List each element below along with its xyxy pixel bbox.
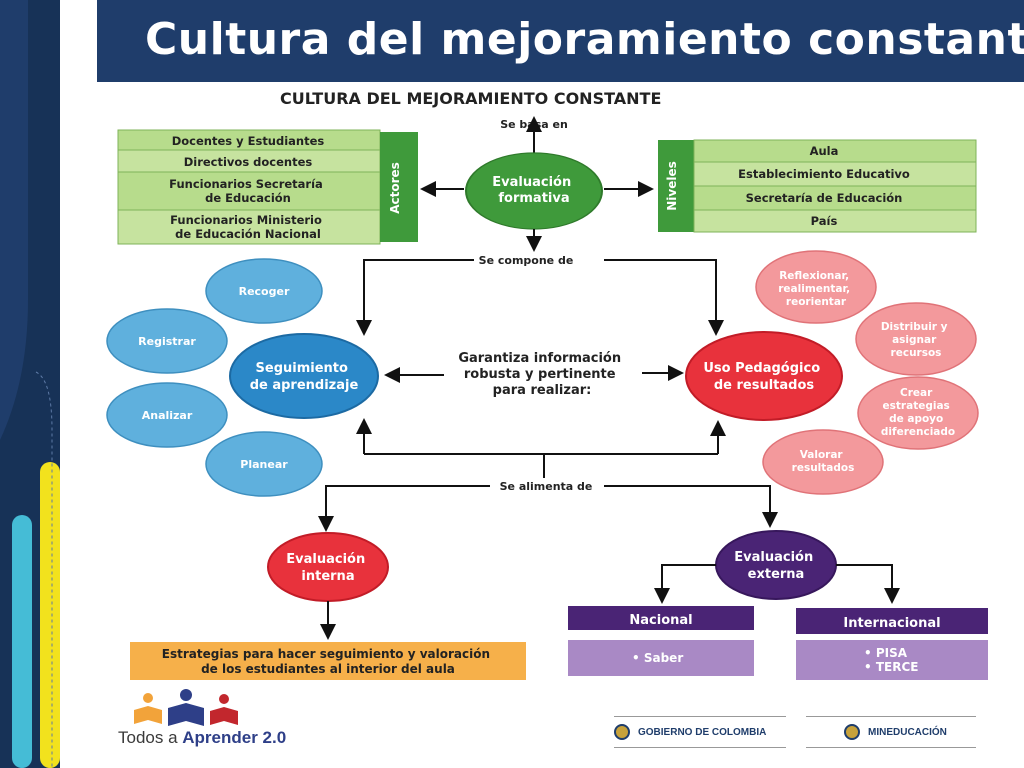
satellite-label: Valorar resultados — [792, 449, 855, 474]
connector-to-internacional — [836, 564, 900, 604]
logo-wordmark: Todos a Aprender 2.0 — [118, 728, 286, 748]
evaluacion-formativa-label: Evaluación formativa — [492, 175, 576, 206]
strategy-text: Estrategias para hacer seguimiento y val… — [162, 647, 494, 676]
niveles-tag: Niveles — [665, 161, 679, 211]
figure-blue-icon — [168, 689, 204, 726]
nivel-item: Aula — [810, 144, 839, 158]
concept-diagram: CULTURA DEL MEJORAMIENTO CONSTANTE Se ba… — [106, 89, 988, 680]
diagram-heading: CULTURA DEL MEJORAMIENTO CONSTANTE — [280, 89, 661, 108]
internacional-header — [796, 608, 988, 634]
mineducacion-logo: MINEDUCACIÓN — [806, 716, 976, 748]
evaluacion-interna-node — [267, 532, 389, 602]
figure-red-icon — [210, 694, 238, 725]
evaluacion-externa-node — [715, 530, 837, 600]
satellite-label: Reflexionar, realimentar, reorientar — [778, 270, 854, 308]
niveles-table: Niveles Aula Establecimiento Educativo S… — [658, 139, 977, 233]
satellite-label: Planear — [240, 458, 288, 471]
satellite-crear — [857, 376, 979, 450]
figure-orange-icon — [134, 693, 162, 724]
seguimiento-label: Seguimiento de aprendizaje — [250, 361, 359, 393]
uso-pedagogico-label: Uso Pedagógico de resultados — [703, 361, 824, 393]
satellite-label: Analizar — [142, 409, 193, 422]
actor-item: Funcionarios Ministerio de Educación Nac… — [170, 213, 326, 241]
satellite-label: Distribuir y asignar recursos — [881, 321, 951, 359]
uso-pedagogico-node — [685, 331, 843, 421]
min-label: MINEDUCACIÓN — [868, 726, 947, 738]
nacional-item: • Saber — [632, 651, 683, 665]
satellite-valorar — [762, 429, 884, 495]
nivel-item: País — [811, 214, 838, 228]
actores-table: Actores Docentes y Estudiantes Directivo… — [117, 129, 418, 245]
actores-tag: Actores — [388, 162, 402, 214]
actor-item: Funcionarios Secretaría de Educación — [169, 177, 327, 205]
gobierno-de-colombia-logo: GOBIERNO DE COLOMBIA — [614, 716, 786, 748]
label-se-compone-de: Se compone de — [479, 254, 574, 267]
seguimiento-node — [229, 333, 379, 419]
satellite-recoger — [205, 258, 323, 324]
label-se-alimenta-de: Se alimenta de — [500, 480, 593, 493]
seguimiento-satellites: Recoger Registrar Analizar Planear — [106, 258, 323, 497]
satellite-label: Crear estrategias de apoyo diferenciado — [881, 387, 955, 438]
strategy-box — [130, 642, 526, 680]
connector-compone-left — [356, 259, 474, 336]
nivel-item: Secretaría de Educación — [746, 191, 903, 205]
satellite-distribuir — [855, 302, 977, 376]
satellite-label: Recoger — [239, 285, 290, 298]
connector-alimenta-right — [604, 485, 778, 528]
logo-text-prefix: Todos a — [118, 728, 183, 747]
title-bar — [97, 0, 1024, 82]
connector-compone-right — [604, 259, 724, 336]
nacional-title: Nacional — [629, 613, 692, 628]
satellite-label: Registrar — [138, 335, 196, 348]
uso-satellites: Reflexionar, realimentar, reorientar Dis… — [755, 250, 979, 495]
evaluacion-externa-label: Evaluación externa — [734, 550, 818, 582]
center-description: Garantiza información robusta y pertinen… — [458, 351, 625, 398]
logo-text-strong: Aprender 2.0 — [182, 728, 287, 747]
colombia-seal-icon — [614, 724, 630, 740]
actor-item: Directivos docentes — [184, 155, 313, 169]
actor-item: Docentes y Estudiantes — [172, 134, 325, 148]
satellite-analizar — [106, 382, 228, 448]
satellite-reflexionar — [755, 250, 877, 324]
left-decorative-band — [0, 0, 60, 768]
internacional-item: • PISA • TERCE — [864, 646, 918, 674]
nacional-body — [568, 640, 754, 676]
internacional-title: Internacional — [843, 616, 940, 631]
satellite-planear — [205, 431, 323, 497]
evaluacion-interna-label: Evaluación interna — [286, 552, 370, 584]
nivel-item: Establecimiento Educativo — [738, 167, 910, 181]
slide-title: Cultura del mejoramiento constante — [145, 14, 1024, 65]
colombia-seal-icon — [844, 724, 860, 740]
gov-label: GOBIERNO DE COLOMBIA — [638, 726, 767, 738]
internacional-body — [796, 640, 988, 680]
satellite-registrar — [106, 308, 228, 374]
connector-to-nacional — [654, 564, 716, 604]
todos-a-aprender-logo — [134, 689, 238, 726]
nacional-header — [568, 606, 754, 630]
connector-alimenta-left — [318, 485, 490, 532]
